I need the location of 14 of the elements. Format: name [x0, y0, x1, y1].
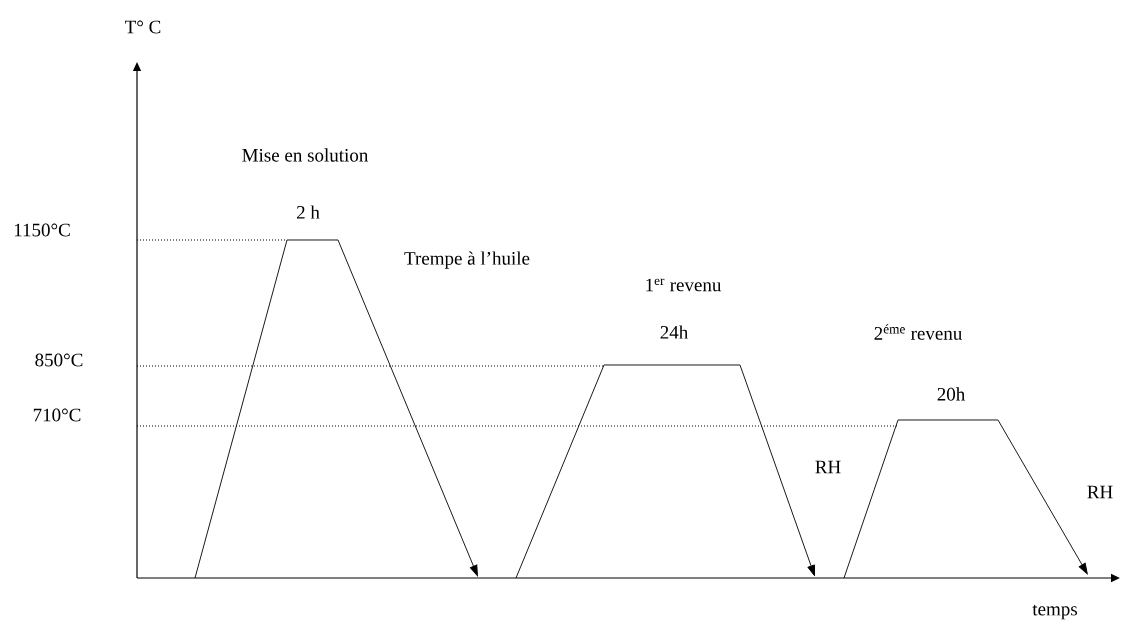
axis-label: 20h — [937, 387, 965, 401]
axis-label: RH — [815, 460, 841, 474]
axis-label: 24h — [660, 325, 688, 339]
axis-label: T° C — [125, 20, 161, 34]
axis-label: 850°C — [35, 353, 83, 367]
axis-label: 1150°C — [14, 223, 70, 237]
axis-label: 2$^{éme}$ revenu — [874, 324, 962, 340]
axis-label: Mise en solution — [242, 148, 369, 162]
axis-label: 710°C — [33, 408, 81, 422]
axis-label: 2 h — [296, 205, 320, 219]
axis-label: Trempe à l’huile — [404, 251, 530, 269]
axis-label: temps — [1032, 604, 1078, 620]
axis-label: 1$^{er}$ revenu — [646, 278, 722, 292]
axis-label: RH — [1087, 485, 1113, 499]
